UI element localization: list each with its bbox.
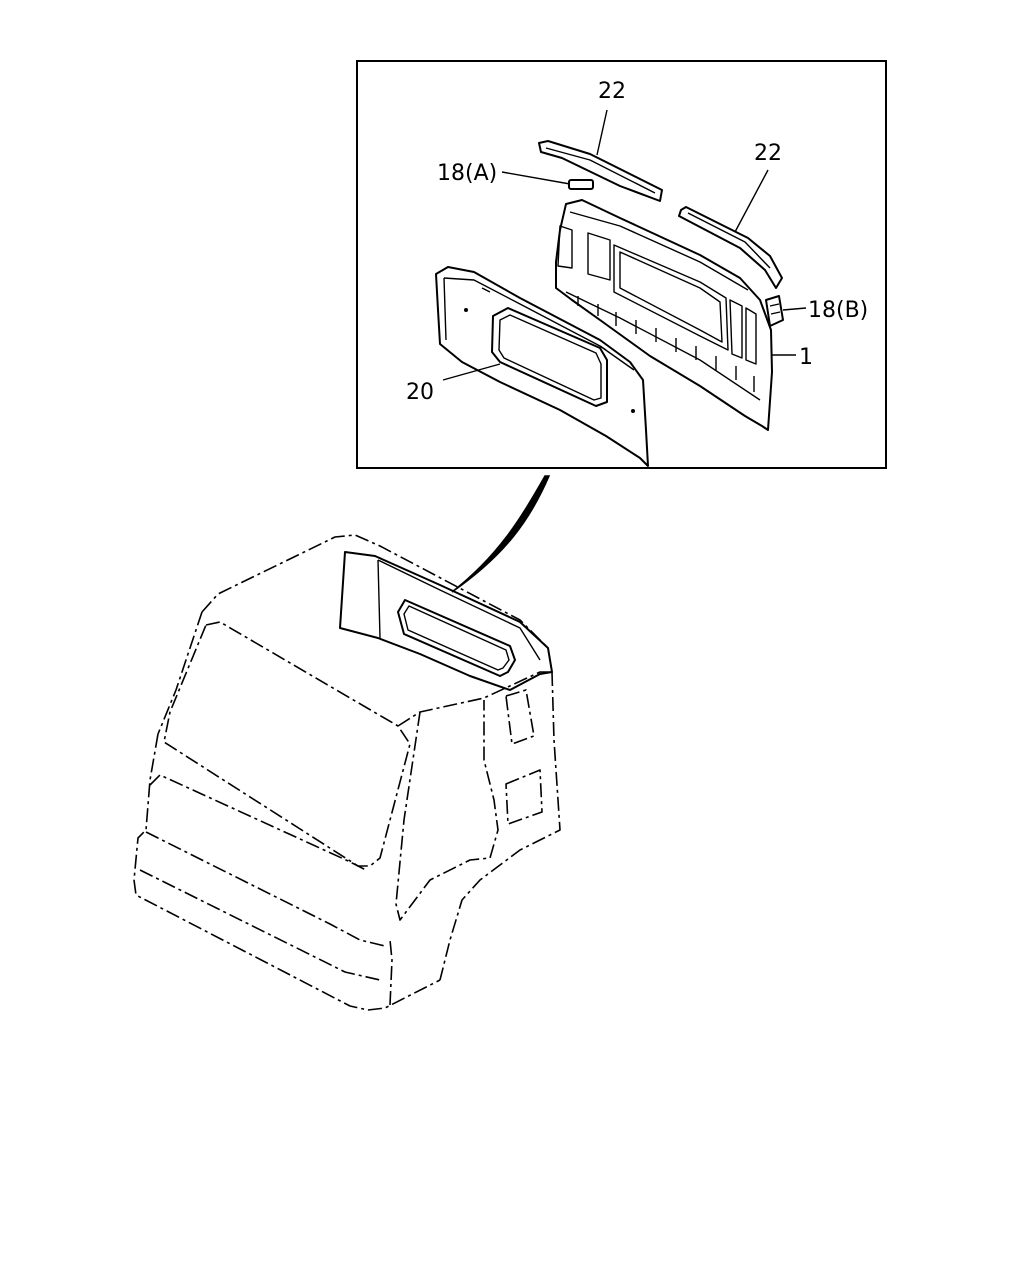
part-18b-clip <box>765 295 784 327</box>
leader-lines <box>442 109 807 381</box>
part-20-trim-panel <box>435 266 649 467</box>
cab-rear-panel-location <box>339 551 553 691</box>
callout-18b: 18(B) <box>808 298 868 323</box>
truck-cab-outline <box>133 534 561 1011</box>
callout-22-left: 22 <box>598 79 626 104</box>
part-1-back-panel <box>555 199 773 431</box>
callout-18a: 18(A) <box>437 161 497 186</box>
callout-20: 20 <box>406 380 434 405</box>
part-22-left-molding <box>538 140 663 202</box>
callout-22-right: 22 <box>754 141 782 166</box>
detail-connector <box>451 475 551 593</box>
part-22-right-molding <box>678 206 783 289</box>
callout-1: 1 <box>799 345 813 370</box>
part-18a-clip <box>568 179 594 190</box>
detail-inset-frame <box>356 60 887 469</box>
